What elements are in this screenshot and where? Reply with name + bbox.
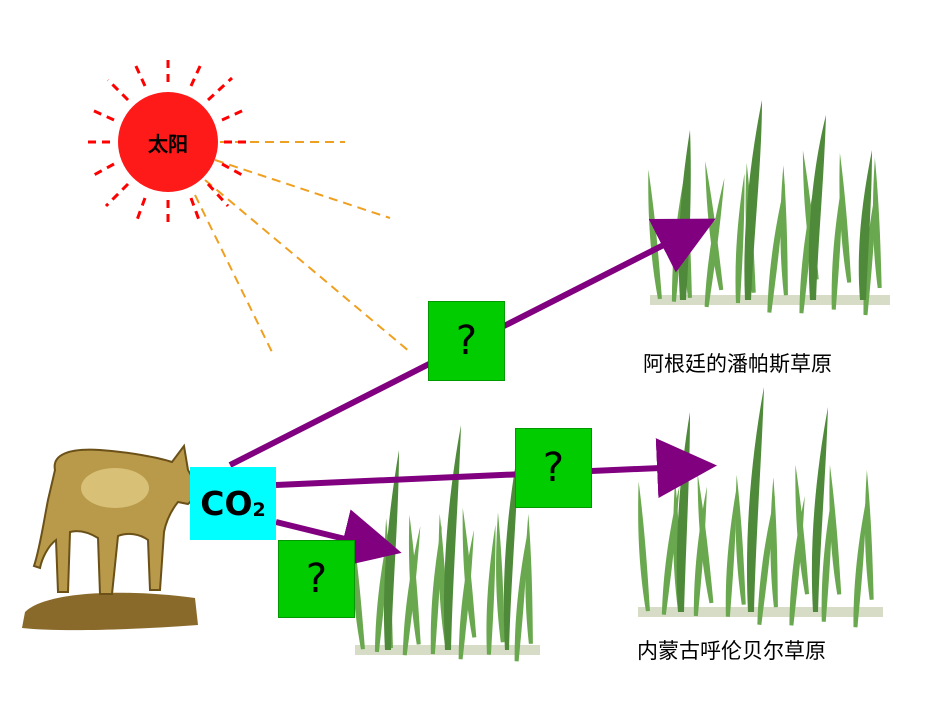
hulunbuir-label: 内蒙古呼伦贝尔草原	[637, 639, 826, 663]
co2-subscript: 2	[252, 498, 266, 521]
question-box-bottom: ?	[278, 540, 355, 618]
grass-icon	[642, 100, 890, 316]
question-box-middle: ?	[515, 428, 592, 508]
pampas-label: 阿根廷的潘帕斯草原	[643, 352, 832, 376]
question-box-top: ?	[428, 301, 505, 381]
sun-icon	[86, 58, 248, 222]
co2-formula: CO	[200, 484, 253, 523]
cow-icon	[22, 443, 198, 631]
arrows	[228, 218, 717, 568]
sunlight-rays	[194, 141, 411, 353]
arrow-to-hulunbuir	[275, 438, 717, 499]
grass-icon	[633, 387, 883, 628]
sun-label: 太阳	[148, 132, 188, 156]
arrow-to-local-grass	[275, 509, 402, 568]
